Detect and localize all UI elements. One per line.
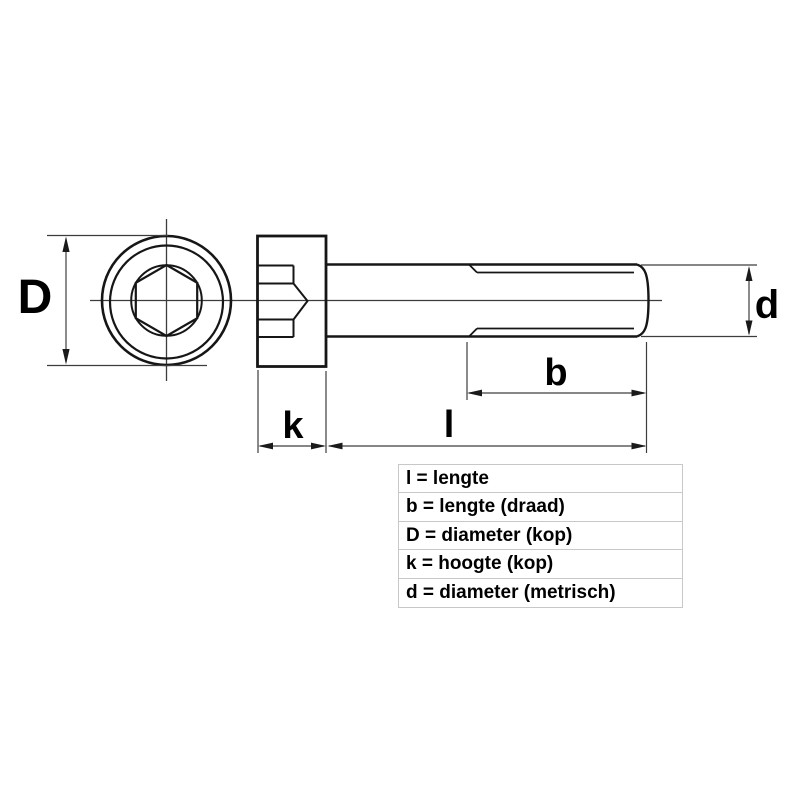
label-d: d bbox=[755, 283, 779, 327]
label-D: D bbox=[18, 271, 53, 324]
dimension-head-height: k bbox=[257, 370, 327, 453]
arrow-up-icon bbox=[62, 236, 70, 252]
legend-row-thread-length: b = lengte (draad) bbox=[399, 493, 682, 522]
legend-row-thread-diameter: d = diameter (metrisch) bbox=[406, 581, 616, 603]
legend-row-total-length: l = lengte bbox=[399, 465, 682, 494]
arrow-right-icon bbox=[311, 442, 326, 450]
dimension-thread-diameter: d bbox=[641, 264, 779, 338]
dimension-head-diameter: D bbox=[18, 234, 207, 367]
arrow-left-icon bbox=[467, 389, 482, 397]
legend-row-head-height: k = hoogte (kop) bbox=[399, 550, 682, 579]
arrow-up-icon bbox=[745, 266, 753, 281]
bolt-tip-round bbox=[636, 263, 650, 338]
socket-cone-chevron bbox=[292, 282, 309, 321]
bolt-head-side bbox=[256, 234, 328, 368]
label-l: l bbox=[444, 404, 455, 446]
head-chamfer-circle bbox=[108, 244, 225, 360]
dimension-thread-length: b bbox=[466, 342, 648, 453]
thread bbox=[468, 263, 634, 338]
arrow-right-icon bbox=[631, 389, 647, 397]
label-b: b bbox=[544, 352, 567, 394]
socket-profile bbox=[257, 264, 309, 338]
legend-table: l = lengte b = lengte (draad) D = diamet… bbox=[398, 464, 683, 608]
arrow-down-icon bbox=[62, 349, 70, 365]
shank bbox=[326, 263, 637, 338]
thread-runout-bottom bbox=[468, 327, 478, 338]
dimension-total-length: l bbox=[327, 404, 647, 450]
legend-row-head-diameter: D = diameter (kop) bbox=[399, 522, 682, 551]
arrow-down-icon bbox=[745, 320, 753, 336]
side-view bbox=[256, 234, 650, 368]
arrow-left-icon bbox=[327, 442, 343, 450]
arrow-right-icon bbox=[631, 442, 647, 450]
arrow-left-icon bbox=[258, 442, 273, 450]
hex-socket-outline bbox=[134, 263, 199, 338]
thread-runout-top bbox=[468, 263, 478, 274]
label-k: k bbox=[282, 405, 304, 447]
